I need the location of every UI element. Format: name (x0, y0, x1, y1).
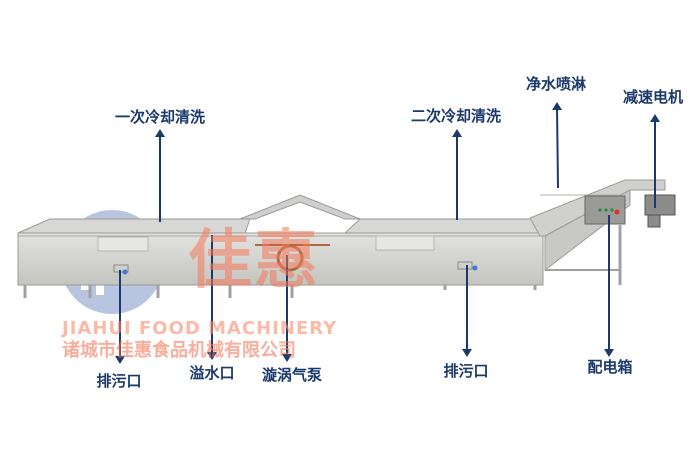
watermark-company: 诸城市佳惠食品机械有限公司 (62, 340, 296, 361)
label-control-box: 配电箱 (587, 358, 633, 376)
label-clean-water-spray: 净水喷淋 (525, 75, 587, 93)
label-vortex-air-pump: 漩涡气泵 (261, 366, 323, 384)
label-drain-outlet-right: 排污口 (443, 362, 489, 380)
watermark-brand-en: JIAHUI FOOD MACHINERY (62, 318, 338, 339)
label-second-cooling-wash: 二次冷却清洗 (410, 107, 502, 125)
label-gear-motor: 减速电机 (622, 88, 684, 106)
label-drain-outlet-left: 排污口 (96, 372, 142, 390)
label-overflow-outlet: 溢水口 (189, 364, 235, 382)
label-first-cooling-wash: 一次冷却清洗 (114, 108, 206, 126)
watermark-brand-cn: 佳惠 (188, 224, 320, 298)
washing-machine (17, 179, 676, 298)
arrow-clean-water-spray (552, 102, 563, 189)
